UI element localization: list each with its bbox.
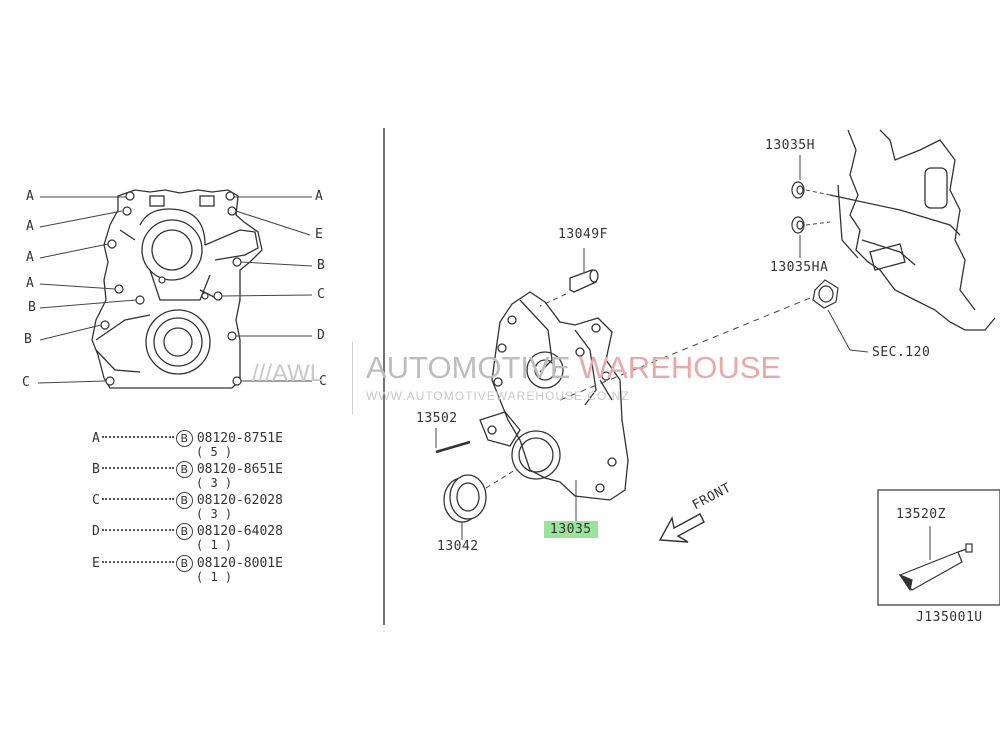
bolt-holes [100,191,242,386]
diagram-id: J135001U [916,610,983,625]
sec-120-part [812,279,839,309]
bolt-part-number[interactable]: 08120-8651E [196,462,283,477]
front-cover-part [479,291,629,501]
bolt-table-letter: A [92,431,100,446]
bolt-table-letter: B [92,462,100,477]
oil-seal-13042 [443,474,487,523]
bolt-letter-label: A [26,276,34,291]
watermark-url: WWW.AUTOMOTIVEWAREHOUSE.CO.NZ [366,389,630,403]
alignment-line [559,295,816,401]
bolt-letter-label: E [315,227,323,242]
part-label-13049F[interactable]: 13049F [558,227,608,242]
engine-block [829,129,996,331]
bolt-letter-label: A [315,189,323,204]
leader-dots [101,560,174,563]
bolt-letter-label: B [24,332,32,347]
dowel-13049F [569,269,599,293]
bolt-letter-label: B [317,258,325,273]
bolt-letter-label: D [317,328,325,343]
bolt-symbol-icon: B [175,523,193,540]
bolt-part-number[interactable]: 08120-8751E [196,431,283,446]
dowels-13035H [791,181,805,234]
part-label-13502[interactable]: 13502 [416,411,458,426]
bolt-quantity: ( 3 ) [196,476,233,490]
bolt-symbol-icon: B [175,492,193,509]
bolt-quantity: ( 5 ) [196,445,233,459]
part-label-13520Z[interactable]: 13520Z [896,507,946,522]
part-label-sec-120[interactable]: SEC.120 [872,345,931,360]
leader-dots [101,435,174,438]
bolt-table-letter: C [92,493,100,508]
timing-cover-outline [91,189,263,389]
bolt-letter-label: C [22,375,30,390]
bolt-symbol-icon: B [175,461,193,478]
part-label-13035H[interactable]: 13035H [765,138,815,153]
bolt-part-number[interactable]: 08120-8001E [196,556,283,571]
bolt-letter-label: C [317,287,325,302]
sealant-tube [898,543,973,592]
bolt-quantity: ( 3 ) [196,507,233,521]
bolt-letter-label: A [26,250,34,265]
leader-dots [101,466,174,469]
bolt-quantity: ( 1 ) [196,570,233,584]
bolt-letter-label: B [28,300,36,315]
watermark-divider [352,342,353,414]
bolt-letter-label: A [26,189,34,204]
leader-lines-left [37,196,313,384]
leader-dots [101,497,174,500]
bolt-part-number[interactable]: 08120-62028 [196,493,283,508]
bolt-letter-label: A [26,219,34,234]
bolt-table-letter: D [92,524,100,539]
part-label-13035HA[interactable]: 13035HA [770,260,829,275]
part-label-13035[interactable]: 13035 [544,521,598,538]
inset-box [877,489,1000,606]
watermark-awl-logo: ///AWL [252,360,324,387]
bolt-quantity: ( 1 ) [196,538,233,552]
bolt-table-letter: E [92,556,100,571]
watermark-brand: AUTOMOTIVE WAREHOUSE [366,350,782,385]
bolt-part-number[interactable]: 08120-64028 [196,524,283,539]
front-arrow [658,513,705,543]
part-label-13042[interactable]: 13042 [437,539,479,554]
leader-dots [101,528,174,531]
bolt-symbol-icon: B [175,555,193,572]
highlighted-part-number: 13035 [544,521,598,538]
bolt-letter-label: C [319,374,327,389]
pin-13502 [435,440,471,454]
bolt-symbol-icon: B [175,430,193,447]
